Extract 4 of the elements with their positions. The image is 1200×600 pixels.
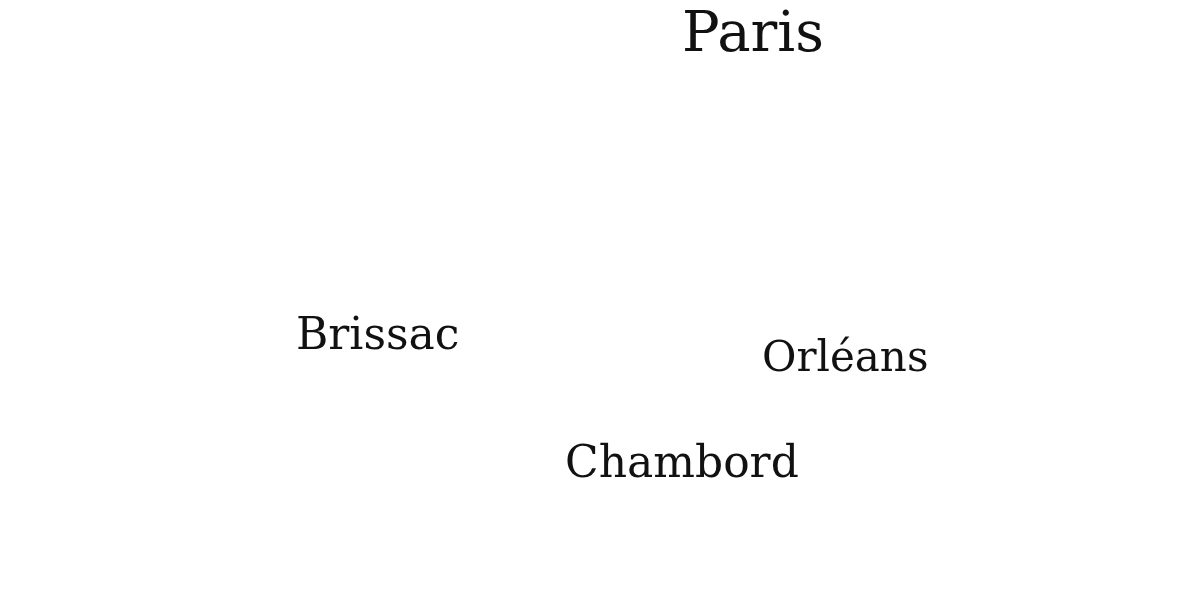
place-name: Chambord	[565, 440, 799, 484]
place-name: Orléans	[762, 336, 929, 378]
place-name: Brissac	[296, 312, 460, 356]
place-name: Paris	[682, 4, 824, 60]
